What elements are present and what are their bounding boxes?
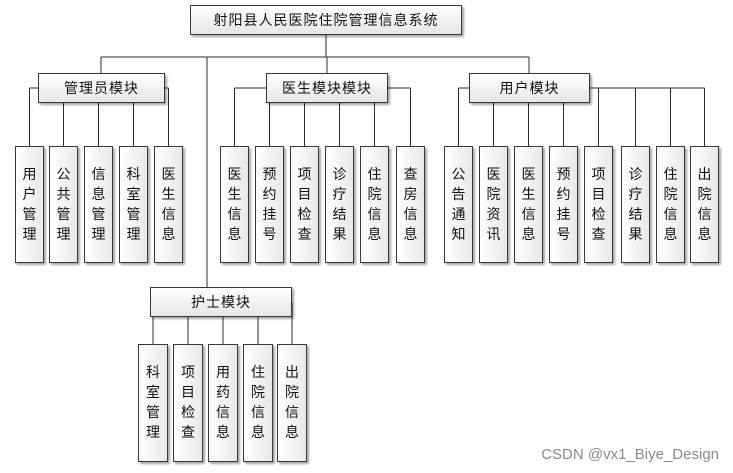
leaf-label: 科室管理 — [126, 166, 141, 243]
leaf-label: 住院信息 — [663, 166, 678, 243]
leaf-label: 医生信息 — [161, 166, 176, 243]
leaf-label: 科室管理 — [146, 365, 160, 441]
leaf-node-doctor: 诊疗结果 — [325, 146, 354, 263]
leaf-node-admin: 医生信息 — [154, 146, 183, 263]
leaf-label: 信息管理 — [91, 166, 106, 243]
leaf-label: 用户管理 — [22, 166, 37, 243]
leaf-label: 预约挂号 — [262, 166, 277, 243]
module-admin: 管理员模块 — [38, 73, 165, 103]
leaf-node-doctor: 住院信息 — [360, 146, 389, 263]
leaf-node-admin: 科室管理 — [119, 146, 148, 263]
leaf-label: 医院资讯 — [486, 166, 501, 243]
watermark: CSDN @vx1_Biye_Design — [541, 446, 719, 463]
leaf-label: 住院信息 — [251, 365, 265, 441]
leaf-label: 预约挂号 — [556, 166, 571, 243]
leaf-label: 医生信息 — [521, 166, 536, 243]
leaf-node-nurse: 科室管理 — [138, 344, 168, 462]
leaf-node-user: 预约挂号 — [549, 146, 578, 263]
leaf-label: 项目检查 — [591, 166, 606, 243]
leaf-node-user: 医生信息 — [514, 146, 543, 263]
leaf-label: 公共管理 — [56, 166, 71, 243]
leaf-label: 住院信息 — [367, 166, 382, 243]
root-node: 射阳县人民医院住院管理信息系统 — [190, 5, 462, 35]
leaf-node-nurse: 住院信息 — [243, 344, 273, 462]
leaf-label: 诊疗结果 — [332, 166, 347, 243]
module-doctor: 医生模块模块 — [266, 73, 388, 103]
leaf-node-doctor: 预约挂号 — [255, 146, 284, 263]
leaf-node-user: 项目检查 — [584, 146, 613, 263]
module-nurse: 护士模块 — [150, 287, 292, 317]
leaf-node-nurse: 用药信息 — [208, 344, 238, 462]
leaf-node-doctor: 项目检查 — [290, 146, 319, 263]
leaf-label: 项目检查 — [297, 166, 312, 243]
leaf-node-nurse: 项目检查 — [173, 344, 203, 462]
leaf-node-admin: 用户管理 — [15, 146, 44, 263]
leaf-label: 项目检查 — [181, 365, 195, 441]
leaf-label: 用药信息 — [216, 365, 230, 441]
leaf-node-doctor: 查房信息 — [396, 146, 425, 263]
module-user: 用户模块 — [469, 73, 590, 103]
leaf-label: 出院信息 — [285, 365, 299, 441]
leaf-node-nurse: 出院信息 — [277, 344, 307, 462]
leaf-node-doctor: 医生信息 — [220, 146, 249, 263]
leaf-node-admin: 公共管理 — [49, 146, 78, 263]
leaf-label: 查房信息 — [403, 166, 418, 243]
leaf-label: 医生信息 — [227, 166, 242, 243]
leaf-node-user: 住院信息 — [656, 146, 685, 263]
leaf-label: 公告通知 — [451, 166, 466, 243]
leaf-node-admin: 信息管理 — [84, 146, 113, 263]
leaf-node-user: 出院信息 — [690, 146, 719, 263]
leaf-label: 诊疗结果 — [628, 166, 643, 243]
leaf-node-user: 医院资讯 — [479, 146, 508, 263]
leaf-label: 出院信息 — [697, 166, 712, 243]
leaf-node-user: 诊疗结果 — [621, 146, 650, 263]
leaf-node-user: 公告通知 — [444, 146, 473, 263]
